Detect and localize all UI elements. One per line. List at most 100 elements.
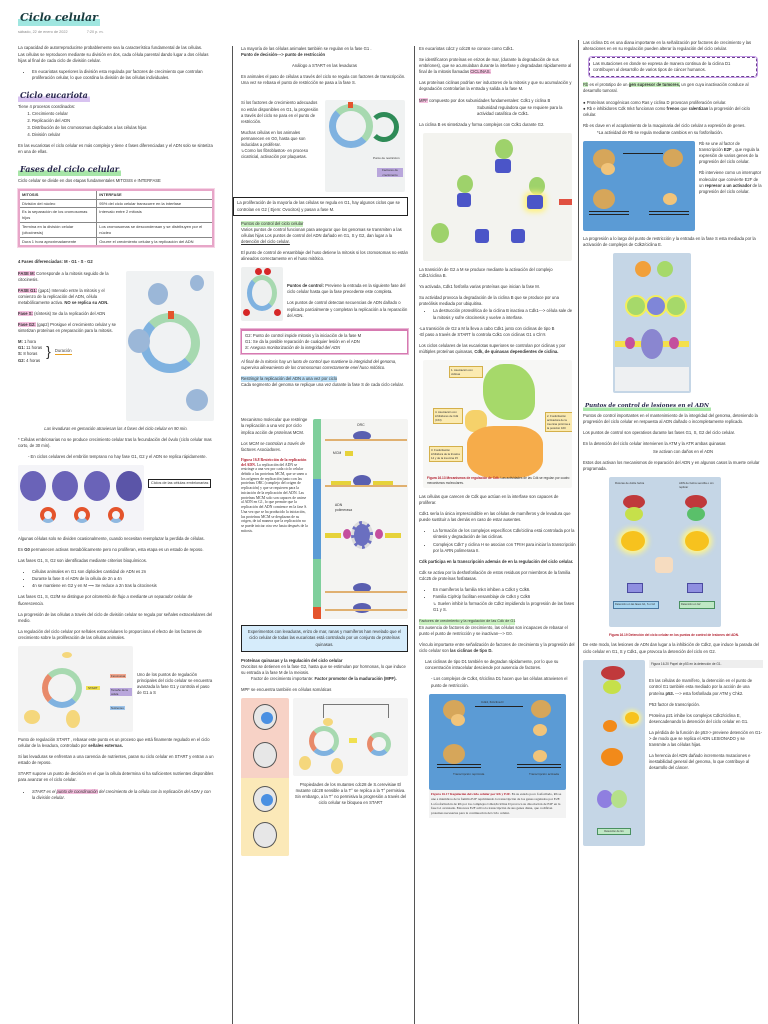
mpf-label: [559, 198, 572, 205]
cdk-step-3: 3. Fosforilación inhibidora de la tirosi…: [429, 445, 463, 463]
checkpoints-block: Puntos de control: Previene la entrada e…: [241, 267, 408, 323]
table-cell: Termina en la división celular (citocine…: [18, 222, 98, 238]
cdc28-figure: [293, 698, 408, 777]
nucleus-icon: [261, 712, 273, 725]
brace-icon: }: [46, 343, 51, 360]
experiments-box: Experimentos con levaduras, erizo de mar…: [241, 625, 408, 652]
dna-strand: [324, 439, 407, 442]
list-item: Células animales en G1 son diploides can…: [32, 569, 214, 575]
mcm-caption: Figura 16.8 Restricción de la replicació…: [241, 457, 308, 533]
checkpoints-side: Puntos de control: Previene la entrada e…: [287, 267, 408, 323]
cyclin-d-link: Vínculo importante entre señalización de…: [419, 642, 575, 654]
dna-strand: [324, 485, 407, 488]
orc-icon: [352, 475, 371, 488]
duration-label: Duración: [54, 348, 72, 355]
p53-block: Detención de G1 Figura 16.20 Papel de p5…: [583, 659, 763, 846]
fase-g1: FASE G1: (gap1) Intervalo entre la mitos…: [18, 287, 109, 305]
mpf-somatic: MPF se encuentra también en células somá…: [241, 687, 332, 692]
mpf-block: Propiedades de los mutantes cdc28 de S.c…: [241, 698, 408, 857]
cdk-caption: Figura 16.13 Mecanismos de regulación de…: [427, 475, 570, 485]
cdk-step-4: 4. Asociación con inhibidores de Cdk (CK…: [433, 407, 463, 425]
eucariota-list: Crecimiento celular Replicación del ADN …: [18, 111, 214, 138]
lesions-result: De este modo, las lesiones de ADN dan lu…: [583, 642, 759, 654]
cyclin-icon: [495, 138, 513, 159]
cell-icon: [52, 470, 78, 501]
start-block: START Feromonas Tamaño de la célula Nutr…: [18, 646, 214, 733]
list-item: La formación de los complejos específico…: [433, 528, 576, 540]
dna-damage-icon: [601, 665, 625, 680]
protein-icon: [647, 297, 665, 316]
growth-factors: Si los factores de crecimiento adecuados…: [241, 100, 319, 124]
mpf-active-icon: [527, 194, 543, 209]
polymerase-icon: [374, 529, 383, 540]
mcm-icon: [330, 481, 351, 487]
g0-note: En G0 permanecen activas metabólicamente…: [18, 546, 204, 552]
rb-side-text: Rb se une al factor de transcripción E2F…: [699, 141, 763, 200]
stop-icon: [274, 309, 281, 317]
arrest-g2: Detención en G2: [679, 600, 715, 609]
list-item: Replicación del ADN: [32, 118, 214, 124]
stop-icon: [243, 309, 250, 317]
mammal-note: En las células de mamífero, la detención…: [649, 678, 753, 696]
biochem-note: Las fases G1, S, G2 son identificadas me…: [18, 558, 147, 564]
chk1-icon: [685, 530, 709, 551]
d1-signal: Las ciclina D1 es una diana importante e…: [583, 40, 752, 52]
embryo-block: Ciclos de las células embrionarias: [18, 464, 214, 531]
four-phases: 4 Fases diferenciadas: M - G1 - S - G2: [18, 259, 93, 265]
repressed-label: Transcripción reprimida: [453, 771, 485, 776]
cyclins-inducers: Las proteínas ciclinas podrían ser induc…: [419, 80, 572, 92]
embryo-label-box: Ciclos de las células embrionarias: [148, 478, 212, 489]
page-title: Ciclo celular: [18, 10, 100, 26]
fase-s: Fase S: (síntesis) Se da la replicación …: [18, 310, 106, 316]
eucariota-note: En las eucariotas el ciclo celular es má…: [18, 142, 213, 155]
figure-caption-area: [615, 367, 689, 392]
p53-loss: La pérdida de la función de p53-> previe…: [649, 729, 763, 748]
rb-block: Rb se une al factor de transcripción E2F…: [583, 141, 763, 232]
mcm-icon: [669, 337, 679, 350]
eucariota-intro: Tiene 4 procesos coordinados:: [18, 103, 76, 109]
mutations-box: Las mutaciones en donde se expresa de ma…: [589, 57, 757, 78]
column-1: Ciclo celular sábado, 22 de enero de 202…: [18, 10, 214, 1024]
intro-bullet: En eucariotas superiores la división est…: [32, 69, 214, 81]
yeast-note: Las levaduras en gemación atraviesan las…: [44, 425, 188, 431]
oocytes-note: Ovocitos se detienen en la fase G2, hast…: [241, 663, 406, 675]
spindle-note: El punto de control de ensamblaje del hu…: [241, 250, 408, 262]
cdk2-icon: [597, 789, 613, 808]
column-2: La mayoría de las células animales tambi…: [232, 46, 408, 1024]
p53-text: Figura 16.20 Papel de p53 en la detenció…: [649, 659, 763, 777]
start-point: Punto de regulación START , rebasar este…: [18, 737, 210, 749]
stop-icon: [255, 268, 262, 276]
transition-note: La transición de G2 a M se produce media…: [419, 266, 553, 279]
operative-note: Los puntos de control son operativos dur…: [583, 430, 735, 436]
d1-degrade: Las ciclinas de tipo D1 también se degra…: [425, 659, 559, 671]
start-side-text: Uno de los puntos de regulación principa…: [137, 672, 213, 696]
cdk-regulation-figure: 1. Asociación con ciclinas 4. Asociación…: [423, 359, 572, 488]
dna-strand: [324, 609, 407, 612]
mpf-note: Factor de crecimiento importante: Factor…: [251, 675, 397, 681]
checkpoint-g1: G1: Se da la posible reparación de cualq…: [245, 338, 360, 344]
end-mitosis-note: Al final de la mitosis hay un lunto de c…: [241, 358, 397, 371]
list-item: En mamíferos la familia Ink4 inhiben a C…: [433, 587, 576, 593]
cycle-ring: [367, 732, 391, 757]
e2f-icon: [533, 749, 547, 762]
list-item: Crecimiento celular: [32, 111, 214, 117]
cyclin-icon: [431, 222, 449, 243]
restriction-figure: Punto de restricción Factores de crecimi…: [325, 100, 405, 193]
cell-icon: [84, 470, 110, 501]
oncogenic: ● Proteínas oncogénicas como Ras y cicli…: [583, 99, 727, 105]
table-cell: Intervalo entre 2 mitosis: [96, 207, 214, 224]
cki-shape: [465, 409, 487, 432]
stop-icon: [264, 268, 271, 276]
atm-caption: Figura 16.19 Detención del ciclo celular…: [609, 632, 739, 637]
phases-text: FASE M: Corresponde a la mitosis seguido…: [18, 270, 122, 364]
g1-bar: [312, 419, 321, 480]
restriction-label: Punto de restricción: [373, 156, 400, 161]
rb-icon: [531, 699, 551, 718]
analog-note: Análogo a START en las levaduras: [292, 63, 357, 69]
some-cells: Algunas células solo se dividen ocasiona…: [18, 535, 205, 541]
cdk1-icon: [457, 192, 471, 207]
rb-activity: *La actividad de Rb se regula mediante c…: [597, 129, 723, 135]
atm-atr-figure: Roturas de doble hebra ADN de hebra senc…: [609, 476, 721, 627]
table-cell: Los cromosomas se descondensan y se dist…: [96, 222, 214, 238]
list-item: Complejos Cdk7 y ciclina H se asocian co…: [433, 542, 576, 554]
